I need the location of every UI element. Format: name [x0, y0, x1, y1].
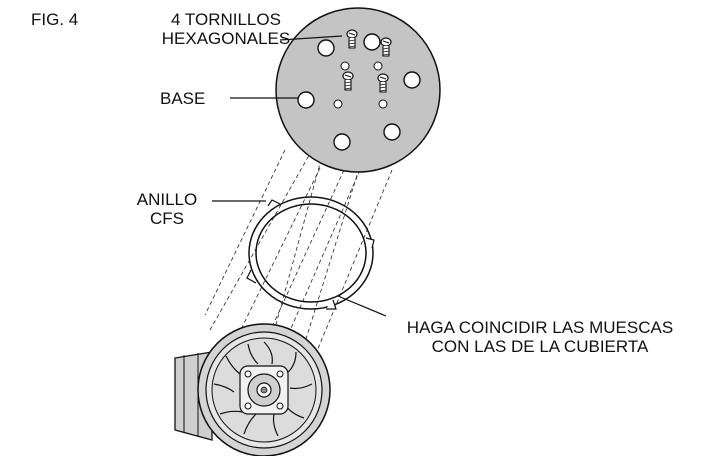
figure-label: FIG. 4 [31, 10, 79, 29]
base-holes [297, 33, 421, 151]
base-hole [403, 71, 421, 89]
screws-label-line1: 4 TORNILLOS [171, 10, 281, 29]
base-hole [317, 39, 335, 57]
base-disc [275, 7, 441, 173]
base-hole [333, 133, 351, 151]
fan-blades [213, 341, 313, 437]
base-hole [383, 123, 401, 141]
base-hole [297, 91, 315, 109]
leader-lines [212, 35, 387, 317]
notch-instruction-line2: CON LAS DE LA CUBIERTA [431, 337, 649, 356]
screw-mount-holes [333, 61, 388, 109]
base-label: BASE [160, 89, 206, 108]
cfs-ring [246, 196, 375, 310]
notch-instruction-label: HAGA COINCIDIR LAS MUESCAS CON LAS DE LA… [372, 318, 708, 356]
ring-label-line1: ANILLO [136, 190, 198, 209]
hex-screw [346, 29, 358, 49]
notch-instruction-line1: HAGA COINCIDIR LAS MUESCAS [406, 318, 674, 337]
base-hole [363, 33, 381, 51]
ring-label-line2: CFS [150, 209, 184, 228]
notch-leader [337, 295, 387, 317]
screws-label: 4 TORNILLOS HEXAGONALES [160, 10, 292, 48]
screws-leader [279, 35, 343, 41]
ring-label: ANILLO CFS [124, 190, 210, 228]
hex-screw [377, 73, 389, 93]
screws-label-line2: HEXAGONALES [161, 29, 291, 48]
hex-screw [342, 71, 354, 91]
hex-screw [380, 37, 392, 57]
tool-housing [174, 323, 331, 456]
